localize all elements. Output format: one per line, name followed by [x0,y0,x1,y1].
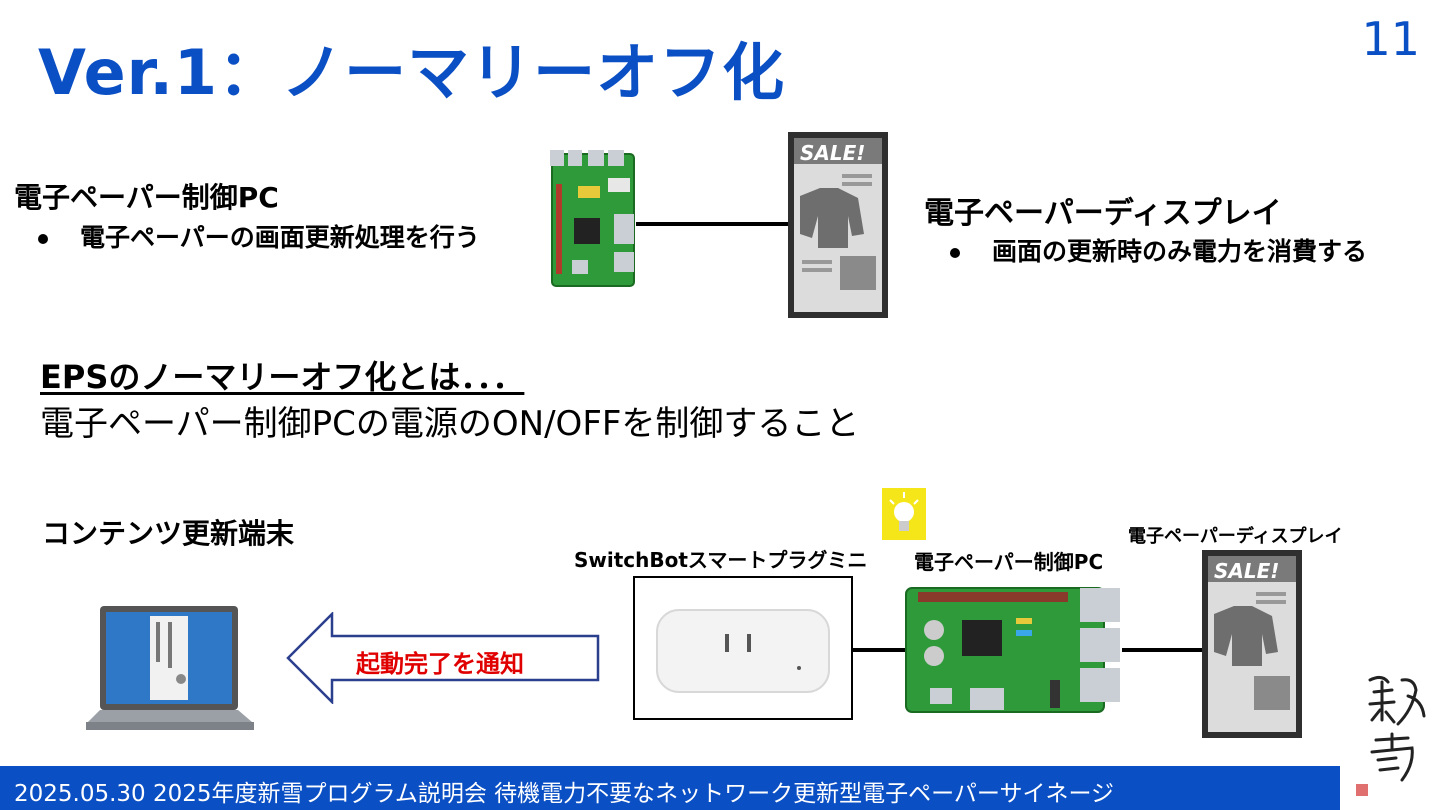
plug-label: SwitchBotスマートプラグミニ [574,548,868,572]
footer-text: 2025.05.30 2025年度新雪プログラム説明会 待機電力不要なネットワー… [14,781,1115,807]
footer-bar: 2025.05.30 2025年度新雪プログラム説明会 待機電力不要なネットワー… [0,766,1340,810]
calligraphy-logo-icon [1356,675,1426,796]
page-number: 11 [1361,12,1420,66]
sale-text: SALE! [1214,559,1279,583]
terminal-label: コンテンツ更新端末 [42,517,295,550]
top-diagram: SALE! [550,132,888,318]
pc-bullet: 電子ペーパーの画面更新処理を行う [38,218,480,254]
smart-plug-icon [633,576,853,720]
bullet-dot [38,234,48,244]
cable-plug-pc [853,648,905,652]
display-bullet-text: 画面の更新時のみ電力を消費する [992,237,1368,266]
slide-title: Ver.1：ノーマリーオフ化 [38,36,786,109]
definition-text: 電子ペーパー制御PCの電源のON/OFFを制御すること [40,404,860,444]
display-label: 電子ペーパーディスプレイ [1128,526,1343,547]
lightbulb-icon [882,488,926,540]
display-bullet: 画面の更新時のみ電力を消費する [950,232,1367,268]
pc-label: 電子ペーパー制御PC [914,550,1104,574]
pc-bullet-text: 電子ペーパーの画面更新処理を行う [80,223,480,252]
notify-arrow [286,612,600,704]
epaper-display-icon: SALE! [788,132,888,318]
notify-label: 起動完了を通知 [356,650,524,678]
pc-heading: 電子ペーパー制御PC [14,181,279,214]
sale-text: SALE! [800,141,865,165]
cable-pc-display [1122,648,1204,652]
raspberry-pi-board-icon [550,150,635,287]
epaper-display-large-icon: SALE! [1202,550,1302,738]
laptop-icon [86,606,254,730]
raspberry-pi-board-large-icon [905,587,1120,713]
display-heading: 電子ペーパーディスプレイ [924,196,1282,231]
bullet-dot [950,248,960,258]
definition-heading: EPSのノーマリーオフ化とは．．． [40,358,525,396]
